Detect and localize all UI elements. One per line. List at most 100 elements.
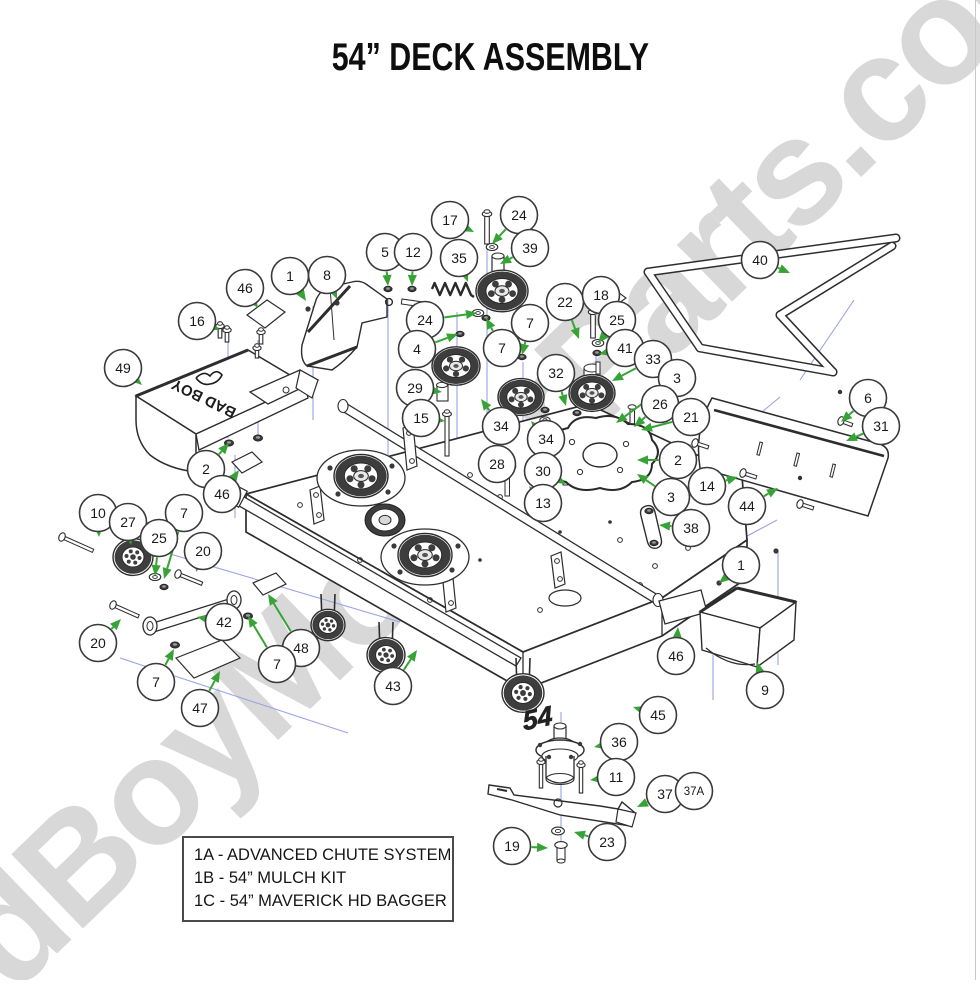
callout-13: 13 — [525, 485, 562, 522]
callout-arrow-head — [446, 333, 458, 342]
callout-number: 1 — [737, 557, 745, 573]
callout-36: 36 — [594, 724, 638, 761]
callout-44: 44 — [729, 488, 779, 525]
callout-arrow-line — [562, 392, 563, 396]
callout-20: 20 — [80, 619, 122, 662]
callout-number: 4 — [413, 341, 421, 357]
callout-number: 35 — [451, 250, 467, 266]
callout-number: 8 — [323, 267, 331, 283]
callout-number: 7 — [526, 315, 534, 331]
callout-16: 16 — [179, 303, 221, 340]
callout-number: 30 — [535, 463, 551, 479]
callout-number: 34 — [493, 418, 509, 434]
callout-number: 12 — [405, 244, 421, 260]
callout-number: 31 — [873, 418, 889, 434]
callout-31: 31 — [846, 408, 900, 445]
callout-number: 32 — [548, 365, 564, 381]
callout-number: 9 — [761, 682, 769, 698]
callout-45: 45 — [633, 697, 677, 734]
callout-arrow-head — [163, 567, 172, 579]
callout-number: 6 — [864, 390, 872, 406]
callout-number: 27 — [120, 514, 136, 530]
callout-number: 23 — [599, 834, 615, 850]
callout-number: 7 — [498, 340, 506, 356]
callout-number: 29 — [407, 380, 423, 396]
page-right-border — [975, 0, 976, 980]
callout-number: 14 — [699, 478, 715, 494]
callout-number: 45 — [650, 707, 666, 723]
callout-arrow-line — [111, 627, 113, 629]
callout-number: 7 — [273, 656, 281, 672]
callout-number: 18 — [593, 287, 609, 303]
callout-39: 39 — [500, 230, 549, 267]
callout-arrow-line — [778, 268, 780, 269]
legend-item-1a: 1A - ADVANCED CHUTE SYSTEM — [194, 844, 444, 867]
callout-number: 43 — [385, 678, 401, 694]
callout-number: 1 — [286, 268, 294, 284]
callout-number: 48 — [293, 640, 309, 656]
callout-number: 25 — [609, 312, 625, 328]
callout-number: 17 — [442, 212, 458, 228]
callout-number: 19 — [504, 838, 520, 854]
callout-arrow-line — [849, 411, 853, 415]
callout-number: 42 — [216, 614, 232, 630]
callout-17: 17 — [432, 202, 475, 239]
callout-19: 19 — [494, 828, 549, 865]
callout-arrow-line — [510, 257, 513, 259]
callout-number: 10 — [90, 505, 106, 521]
callout-number: 47 — [192, 700, 208, 716]
legend-item-1b: 1B - 54” MULCH KIT — [194, 867, 444, 890]
callout-number: 11 — [609, 769, 624, 785]
callout-number: 34 — [538, 431, 554, 447]
callout-number: 49 — [115, 360, 131, 376]
callout-arrow-line — [491, 328, 493, 331]
callout-arrow-head — [574, 831, 586, 840]
callout-number: 22 — [557, 294, 573, 310]
callout-arrow-head — [537, 843, 548, 852]
callout-11: 11 — [590, 759, 635, 796]
callout-arrow-head — [408, 275, 417, 286]
callout-number: 3 — [667, 489, 675, 505]
callout-number: 46 — [237, 280, 253, 296]
callout-number: 38 — [683, 520, 699, 536]
callout-number: 5 — [381, 244, 389, 260]
callout-number: 15 — [413, 410, 429, 426]
callout-number: 41 — [617, 340, 633, 356]
callout-number: 33 — [645, 351, 661, 367]
callout-number: 25 — [151, 530, 167, 546]
callout-number: 13 — [535, 495, 551, 511]
callout-number: 37 — [657, 786, 673, 802]
callout-number: 28 — [489, 456, 505, 472]
callout-number: 2 — [674, 452, 682, 468]
callout-arrow-line — [856, 434, 863, 437]
callout-number: 37A — [684, 786, 705, 798]
callout-arrow-line — [764, 494, 769, 497]
callout-9: 9 — [747, 662, 784, 709]
callout-37A: 37A — [676, 773, 713, 810]
callout-number: 20 — [90, 635, 106, 651]
callout-arrow-line — [585, 835, 589, 836]
callout-20: 20 — [185, 533, 222, 573]
callout-46: 46 — [227, 270, 264, 309]
callout-number: 3 — [673, 370, 681, 386]
legend-item-1c: 1C - 54” MAVERICK HD BAGGER — [194, 890, 444, 913]
callout-23: 23 — [574, 824, 626, 861]
callout-arrow-line — [435, 338, 447, 343]
callout-number: 24 — [511, 207, 527, 223]
callout-7: 7 — [138, 649, 175, 701]
callout-number: 36 — [611, 734, 627, 750]
callout-arrow-line — [499, 229, 505, 236]
callout-arrow-line — [156, 557, 157, 565]
callout-number: 24 — [417, 312, 433, 328]
page-title: 54” DECK ASSEMBLY — [0, 36, 980, 80]
callout-number: 7 — [180, 505, 188, 521]
callout-12: 12 — [395, 234, 432, 287]
callout-number: 40 — [752, 252, 768, 268]
deck-54-decal: 54 — [521, 699, 554, 736]
page-title-text: 54” DECK ASSEMBLY — [331, 36, 648, 80]
callout-number: 20 — [195, 543, 211, 559]
callout-number: 7 — [152, 674, 160, 690]
callout-number: 39 — [522, 240, 538, 256]
